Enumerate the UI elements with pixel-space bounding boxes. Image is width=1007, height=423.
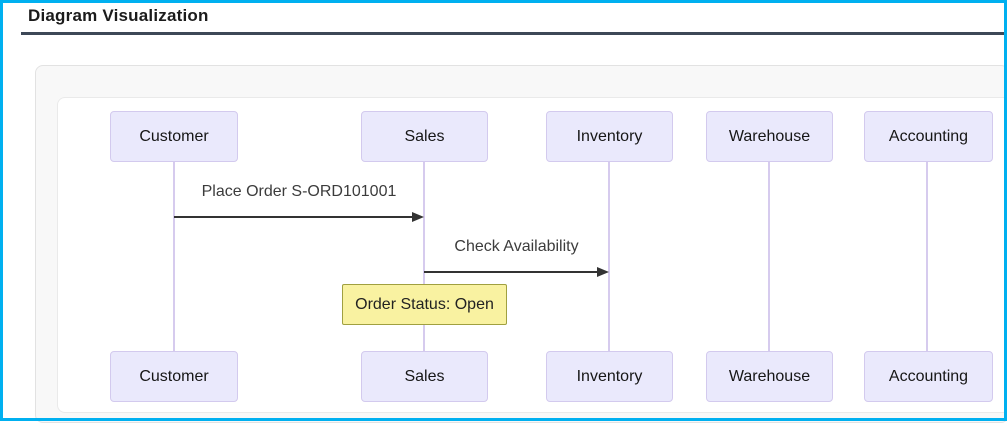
page-title: Diagram Visualization (28, 6, 209, 25)
actor-label: Customer (139, 127, 209, 145)
actor-sales-top: Sales (361, 111, 488, 162)
actor-label: Warehouse (728, 127, 811, 145)
actor-accounting-bottom: Accounting (864, 351, 993, 402)
lifeline-inventory (608, 162, 610, 351)
actor-warehouse-bottom: Warehouse (706, 351, 833, 402)
arrowhead-icon (412, 212, 424, 222)
actor-label: Warehouse (728, 367, 811, 385)
arrowhead-icon (597, 267, 609, 277)
message-label-place-order: Place Order S-ORD101001 (201, 183, 397, 200)
actor-accounting-top: Accounting (864, 111, 993, 162)
message-arrow-line (424, 271, 597, 273)
lifeline-sales (423, 162, 425, 351)
actor-inventory-bottom: Inventory (546, 351, 673, 402)
actor-label: Inventory (576, 367, 643, 385)
lifeline-accounting (926, 162, 928, 351)
message-label-check-availability: Check Availability (454, 238, 579, 255)
actor-inventory-top: Inventory (546, 111, 673, 162)
lifeline-customer (173, 162, 175, 351)
note-order-status: Order Status: Open (342, 284, 507, 325)
actor-warehouse-top: Warehouse (706, 111, 833, 162)
actor-label: Accounting (888, 367, 969, 385)
note-label: Order Status: Open (355, 295, 494, 313)
actor-label: Inventory (576, 127, 643, 145)
actor-customer-bottom: Customer (110, 351, 238, 402)
actor-customer-top: Customer (110, 111, 238, 162)
actor-label: Sales (404, 127, 445, 145)
message-arrow-line (174, 216, 412, 218)
title-underline (21, 32, 1007, 35)
actor-sales-bottom: Sales (361, 351, 488, 402)
actor-label: Accounting (888, 127, 969, 145)
actor-label: Customer (139, 367, 209, 385)
actor-label: Sales (404, 367, 445, 385)
lifeline-warehouse (768, 162, 770, 351)
